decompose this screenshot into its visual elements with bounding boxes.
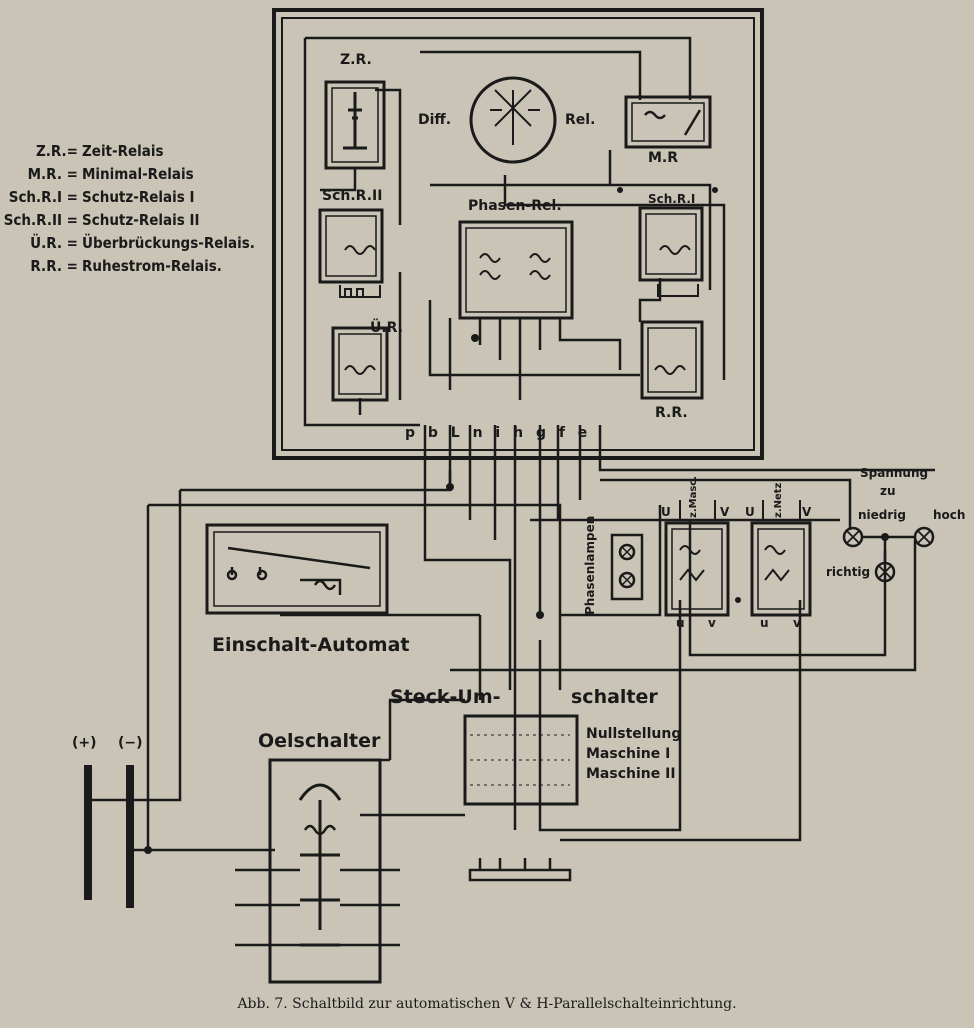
schutz-relais-1-box (638, 206, 704, 282)
relay-panel-outer (272, 8, 764, 460)
phasenlampen-box (610, 533, 644, 601)
label-phasenrel: Phasen-Rel. (468, 198, 562, 214)
schutz-relais-2-box (318, 208, 384, 284)
ueberbrueckungs-relais-box (331, 326, 389, 402)
label-phasenlampen: Phasenlampen (583, 515, 597, 615)
label-u-netz: U (745, 505, 755, 519)
label-ur: Ü.R. (370, 320, 404, 336)
legend-row: Sch.R.I =Schutz-Relais I (8, 188, 195, 206)
minimal-relais-box (624, 95, 712, 149)
legend-row: Z.R.=Zeit-Relais (35, 142, 164, 160)
label-lu-masc: u (676, 616, 685, 630)
label-v-netz: V (802, 505, 812, 519)
label-v-masc: V (720, 505, 730, 519)
label-oelschalter: Oelschalter (258, 730, 381, 752)
label-diff: Diff. (418, 112, 452, 128)
terminal-labels: p b L n i h g f e (405, 425, 588, 441)
label-mr: M.R (648, 150, 679, 166)
label-niedrig: niedrig (858, 508, 907, 522)
label-plus: (+) (72, 735, 97, 751)
label-lv-netz: v (793, 616, 801, 630)
label-zr: Z.R. (340, 52, 372, 68)
label-minus: (−) (118, 735, 143, 751)
label-lu-netz: u (760, 616, 769, 630)
differential-relais (469, 76, 557, 164)
legend-row: Sch.R.II =Schutz-Relais II (3, 211, 200, 229)
label-zmasc: z.Masc. (688, 476, 699, 518)
voltmeter-netz (750, 521, 812, 617)
legend-row: R.R. =Ruhestrom-Relais. (30, 257, 222, 275)
voltmeter-maschine (664, 521, 730, 617)
label-rel: Rel. (565, 112, 596, 128)
figure-caption: Abb. 7. Schaltbild zur automatischen V &… (237, 996, 737, 1012)
label-zu: zu (880, 484, 896, 498)
relay-legend: Z.R.=Zeit-Relais M.R. =Minimal-Relais Sc… (0, 140, 270, 278)
label-einschalt-automat: Einschalt-Automat (212, 634, 410, 656)
legend-row: M.R. =Minimal-Relais (27, 165, 194, 183)
label-maschine2: Maschine II (586, 766, 676, 782)
label-lv-masc: v (708, 616, 716, 630)
label-maschine1: Maschine I (586, 746, 671, 762)
label-spannung: Spannung (860, 466, 929, 480)
relay-panel-inner (281, 17, 755, 451)
label-steck: Steck-Um- (390, 686, 501, 708)
label-u-masc: U (661, 505, 671, 519)
phasen-relais-box (458, 220, 574, 320)
steck-umschalter-box (463, 714, 579, 806)
label-rr: R.R. (655, 405, 688, 421)
legend-row: Ü.R. =Überbrückungs-Relais. (30, 234, 255, 252)
einschalt-automat-box (205, 523, 389, 615)
label-richtig: richtig (826, 565, 871, 579)
label-schr2: Sch.R.II (322, 188, 383, 204)
label-znetz: z.Netz (773, 482, 784, 518)
label-schr1: Sch.R.I (648, 192, 696, 206)
ruhestrom-relais-box (640, 320, 704, 400)
label-hoch: hoch (933, 508, 966, 522)
label-nullstellung: Nullstellung (586, 726, 682, 742)
label-schalter: schalter (571, 686, 658, 708)
